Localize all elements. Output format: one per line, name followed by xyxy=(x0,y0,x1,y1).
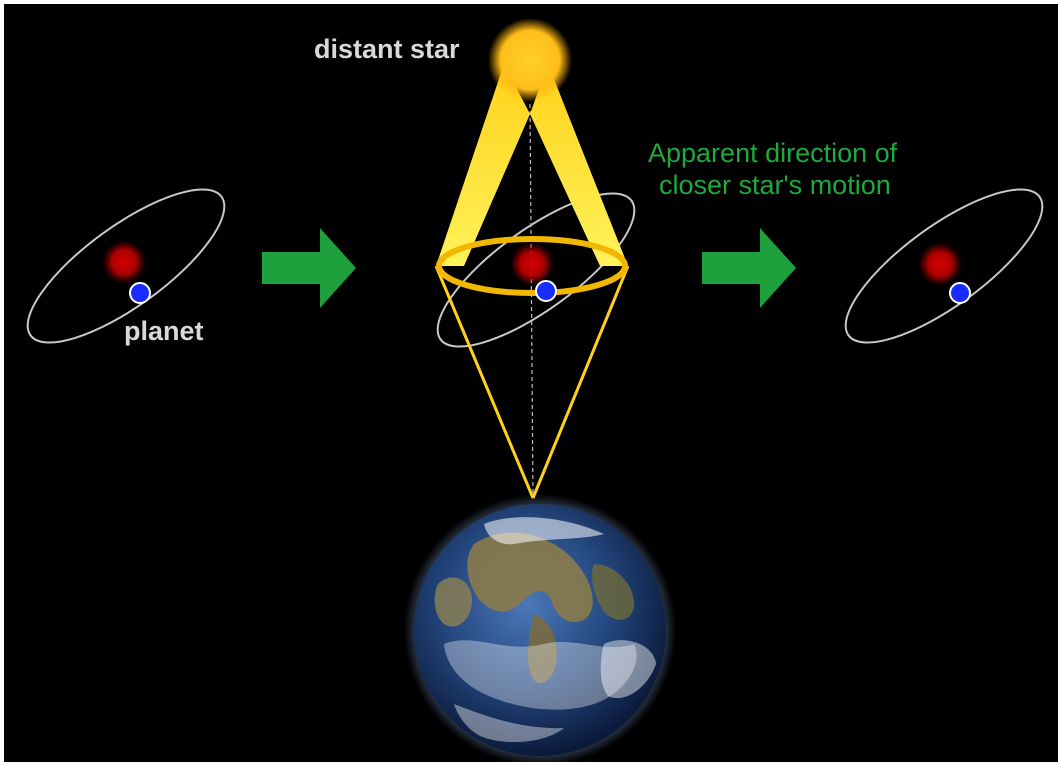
apparent-direction-label-line1: Apparent direction of xyxy=(648,138,898,168)
right-star-system xyxy=(844,188,1044,344)
cone-right-line xyxy=(531,265,630,499)
right-arrow-icon xyxy=(702,228,796,308)
earth-land xyxy=(467,532,593,623)
line-of-sight xyxy=(529,103,534,499)
earth-land xyxy=(591,564,635,620)
distant-star-beams xyxy=(436,64,628,266)
earth-clouds xyxy=(444,640,637,710)
left-planet xyxy=(129,282,151,304)
diagram-frame: distant star planet Apparent direction o… xyxy=(4,4,1058,762)
apparent-motion-ring xyxy=(436,236,628,296)
left-star-system xyxy=(26,188,226,344)
left-closer-star xyxy=(102,240,146,284)
observer-cone xyxy=(434,265,630,499)
earth-land xyxy=(434,577,472,627)
apparent-direction-label-line2: closer star's motion xyxy=(659,170,891,200)
glowing-sun-icon xyxy=(488,18,572,102)
right-planet xyxy=(949,282,971,304)
left-beam xyxy=(436,64,530,266)
astrometry-diagram: distant star planet Apparent direction o… xyxy=(26,18,1044,762)
planet-label: planet xyxy=(124,316,204,346)
distant-star-label: distant star xyxy=(314,34,460,64)
earth-clouds xyxy=(600,640,656,699)
right-arrow-icon xyxy=(262,228,356,308)
earth-clouds xyxy=(484,517,604,545)
earth-clouds xyxy=(454,704,564,743)
right-closer-star xyxy=(918,242,962,286)
earth-land xyxy=(528,614,557,684)
center-planet xyxy=(535,280,557,302)
center-closer-star xyxy=(510,242,554,286)
cone-left-line xyxy=(434,265,535,499)
right-beam xyxy=(530,64,628,266)
earth-globe-icon xyxy=(404,494,676,762)
